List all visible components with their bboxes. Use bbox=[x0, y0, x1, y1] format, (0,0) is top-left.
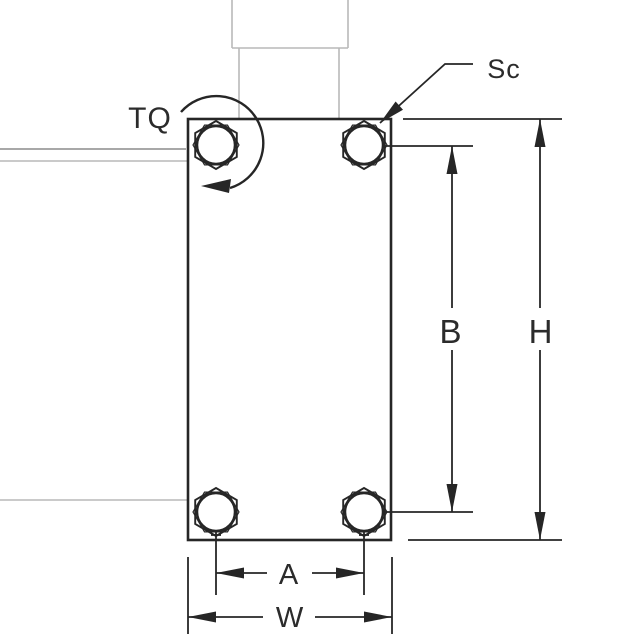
dimension-W: W bbox=[187, 557, 393, 634]
dim-a-arrow-left-icon bbox=[216, 567, 244, 579]
torque-label: TQ bbox=[128, 102, 172, 135]
dimension-B: B bbox=[384, 145, 473, 513]
dim-h-label: H bbox=[529, 313, 554, 350]
torque-arc bbox=[180, 94, 265, 190]
faded-assembly-outline bbox=[0, 0, 349, 501]
dim-a-label: A bbox=[279, 559, 299, 591]
dimension-H: H bbox=[403, 118, 562, 541]
screw-label: Sc bbox=[487, 54, 521, 84]
dim-b-arrow-up-icon bbox=[446, 146, 458, 174]
torque-arrowhead-icon bbox=[201, 179, 231, 193]
dim-w-label: W bbox=[276, 602, 304, 634]
mounting-plate-outline bbox=[186, 117, 393, 542]
torque-annotation: TQ bbox=[128, 94, 265, 193]
dim-w-arrow-right-icon bbox=[364, 611, 392, 623]
screw-callout: Sc bbox=[379, 54, 521, 124]
dim-b-arrow-down-icon bbox=[446, 484, 458, 512]
dim-a-arrow-right-icon bbox=[336, 567, 364, 579]
screw-leader-arrowhead-icon bbox=[380, 101, 403, 123]
dim-b-label: B bbox=[439, 313, 462, 350]
dim-h-arrow-up-icon bbox=[534, 119, 546, 147]
dim-h-arrow-down-icon bbox=[534, 512, 546, 540]
dim-w-arrow-left-icon bbox=[188, 611, 216, 623]
dimension-A: A bbox=[216, 559, 364, 591]
screw-leader-line bbox=[379, 63, 473, 124]
